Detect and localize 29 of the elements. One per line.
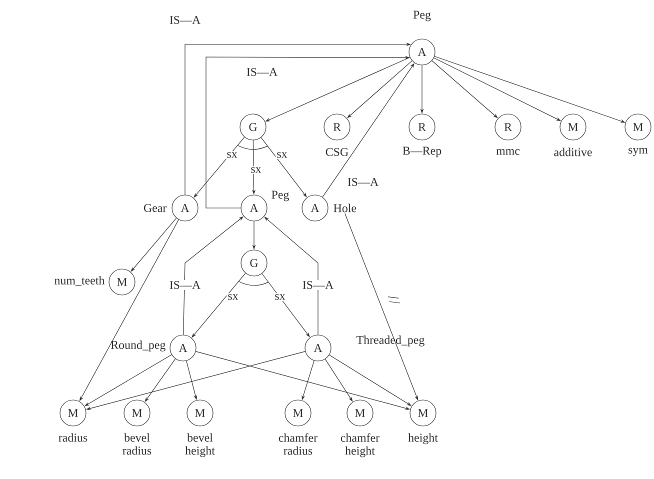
node-label: bevel radius <box>122 433 152 455</box>
node-label: chamfer radius <box>278 433 318 455</box>
node-label: Peg <box>272 190 289 202</box>
node-label: num_teeth <box>54 276 105 286</box>
edge-label: sx <box>277 152 288 158</box>
node-label: Peg <box>413 10 431 22</box>
edge-label: IS—A <box>246 68 278 76</box>
edge-label: IS—A <box>170 16 201 24</box>
edge-label: sx <box>275 294 286 300</box>
node-label: additive <box>554 148 592 156</box>
node-label: Hole <box>334 204 356 212</box>
edge-label: sx <box>228 294 238 300</box>
edge-label: sx <box>251 167 262 173</box>
arrow <box>260 137 307 198</box>
node-label: sym <box>628 148 648 156</box>
node-label: Gear <box>144 204 167 212</box>
node-label: height <box>408 433 438 444</box>
edge-label: IS—A <box>348 178 379 186</box>
edge-label: IS—A <box>170 280 201 289</box>
node-label: Round_peg <box>110 340 166 352</box>
edge-label: sx <box>227 152 238 158</box>
node-label: chamfer height <box>340 433 380 458</box>
node-label: mmc <box>496 149 520 155</box>
node-label: bevel height <box>185 433 215 458</box>
node-label: B—Rep <box>402 146 442 158</box>
edge-label: IS—A <box>302 280 334 289</box>
node-label: CSG <box>326 148 348 156</box>
arrow <box>264 216 318 335</box>
node-label: radius <box>58 433 88 442</box>
